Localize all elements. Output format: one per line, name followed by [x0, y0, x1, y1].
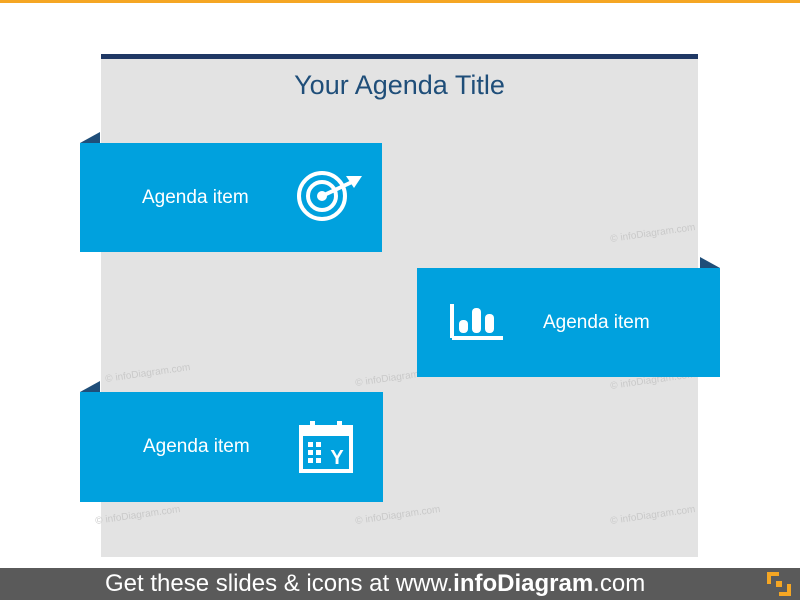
agenda-item-label: Agenda item	[142, 187, 249, 208]
page-title: Your Agenda Title	[294, 70, 505, 100]
card-fold	[80, 132, 100, 143]
card-fold	[80, 381, 100, 392]
calendar-icon: Y	[299, 421, 353, 473]
top-accent-line	[0, 0, 800, 3]
panel-top-bar	[101, 54, 698, 59]
footer-prefix: Get these slides & icons at www.	[105, 570, 454, 597]
infodiagram-logo-icon	[767, 572, 791, 596]
card-fold	[700, 257, 720, 268]
agenda-card-2[interactable]: Agenda item	[417, 268, 720, 377]
agenda-item-label: Agenda item	[543, 312, 650, 333]
agenda-card-3[interactable]: Agenda item Y	[80, 392, 383, 502]
footer-brand: infoDiagram	[453, 570, 594, 597]
target-icon	[297, 171, 362, 221]
footer-suffix: .com	[593, 570, 646, 597]
agenda-card-1[interactable]: Agenda item	[80, 143, 382, 252]
calendar-letter: Y	[330, 447, 344, 469]
bar-chart-icon	[450, 304, 503, 340]
agenda-item-label: Agenda item	[143, 436, 250, 457]
footer-text[interactable]: Get these slides & icons at www.infoDiag…	[105, 570, 645, 598]
footer-bar	[0, 568, 800, 600]
